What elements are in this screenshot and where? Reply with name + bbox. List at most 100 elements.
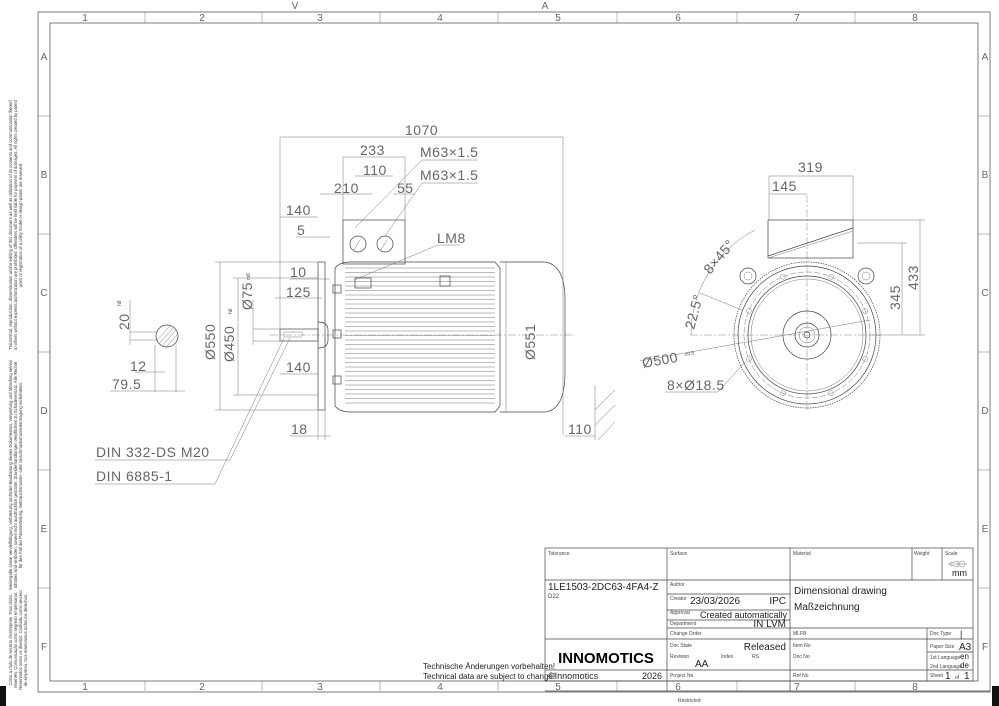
zone-col-8: 8 — [912, 13, 918, 24]
drawing-frame: V A 1 2 3 4 5 6 7 8 1 2 3 4 5 6 7 8 A B … — [37, 1, 991, 704]
label-department: Department — [670, 621, 697, 627]
label-doc-no: Doc No — [793, 654, 810, 660]
department-value: IN LVM — [753, 619, 786, 630]
center-hole-label: DIN 332-DS M20 — [96, 444, 210, 460]
zone-row-d: D — [981, 406, 988, 417]
key-tolerance-label: h9 — [117, 300, 123, 306]
doc-type-value: | — [960, 629, 962, 639]
pcd-label: Ø500 — [641, 349, 679, 371]
innomotics-logo: INNOMOTICS — [558, 650, 654, 667]
title-block: Tolerance Surface Material Weight Scale … — [544, 547, 974, 691]
label-change-order: Change Order — [670, 631, 702, 637]
zone-col-6: 6 — [675, 13, 681, 24]
zone-col-6: 6 — [675, 682, 681, 693]
label-lang2: 2nd Language — [930, 664, 962, 670]
zone-col-5: 5 — [555, 13, 561, 24]
paper-size-value: A3 — [959, 642, 972, 653]
creation-date: 23/03/2026 — [690, 596, 740, 607]
lang2-value: de — [960, 661, 969, 670]
zone-row-c: C — [40, 288, 47, 299]
label-mlfb: MLFB — [793, 631, 807, 637]
zone-col-3: 3 — [317, 682, 323, 693]
zone-col-1: 1 — [82, 13, 88, 24]
label-doc-type: Doc Type — [930, 631, 951, 637]
part-number: 1LE1503-2DC63-4FA4-Z — [548, 582, 659, 593]
zone-col-5: 5 — [555, 682, 561, 693]
offset-angle-label: 22.5° — [681, 292, 706, 330]
flange-hole — [862, 356, 868, 362]
zone-row-a: A — [41, 52, 48, 63]
flange-hole — [746, 308, 752, 314]
dim-tb-offset-end: 145 — [772, 178, 797, 194]
dim-key-length: 125 — [286, 284, 311, 300]
motor-end-view: 319 145 8×45° 22.5° 345 433 Ø500 ±0.5 8×… — [639, 159, 925, 410]
zone-col-2: 2 — [199, 13, 205, 24]
lang1-value: en — [960, 652, 969, 661]
flange-hole — [746, 356, 752, 362]
flange-hole — [780, 390, 786, 396]
dim-flange-gap: 5 — [297, 222, 305, 238]
zone-col-4: 4 — [437, 13, 443, 24]
label-surface: Surface — [670, 551, 687, 557]
dim-shaft-length: 140 — [286, 202, 311, 218]
note-en: Technical data are subject to change! — [423, 672, 555, 681]
zone-col-7: 7 — [794, 13, 800, 24]
label-weight: Weight — [914, 551, 930, 557]
label-of: of — [955, 675, 960, 681]
revision-value: AA — [695, 659, 709, 670]
flange-hole — [828, 274, 834, 280]
shaft-tolerance: m6 — [246, 273, 252, 280]
title-de: Maßzeichnung — [794, 602, 860, 613]
zone-row-f: F — [982, 642, 988, 653]
title-en: Dimensional drawing — [794, 586, 887, 597]
lifting-thread-label: LM8 — [437, 230, 466, 246]
copyright: ©Innomotics — [548, 671, 599, 681]
label-paper-size: Paper Size — [930, 644, 955, 650]
scale-unit: mm — [952, 568, 967, 578]
dim-gland-offset: 55 — [397, 180, 414, 196]
variant: D22 — [548, 594, 560, 600]
label-scale: Scale — [945, 551, 958, 557]
dim-tb-offset: 210 — [334, 180, 359, 196]
zone-row-f: F — [41, 642, 47, 653]
zone-row-e: E — [982, 524, 989, 535]
dim-tb-width: 233 — [360, 142, 385, 158]
zone-row-e: E — [41, 524, 48, 535]
dim-overall-height: 433 — [905, 265, 921, 290]
doc-state-value: Released — [744, 642, 786, 653]
holes-angle-label: 8×45° — [700, 236, 738, 277]
flange-hole — [862, 308, 868, 314]
zone-row-d: D — [40, 406, 47, 417]
dim-gland-spacing: 110 — [363, 162, 387, 178]
label-lang1: 1st Language — [930, 655, 961, 661]
zone-col-2: 2 — [199, 682, 205, 693]
zone-row-b: B — [41, 170, 48, 181]
spigot-tolerance: h6 — [228, 308, 234, 314]
label-material: Material — [793, 551, 811, 557]
corner-mark — [0, 686, 6, 706]
label-creator: Creator — [670, 596, 687, 602]
dim-flange-diameter: Ø550 — [202, 324, 218, 360]
key-depth-label: 12 — [130, 358, 147, 374]
label-sheet: Sheet — [930, 673, 944, 679]
label-rs: RS — [752, 654, 760, 660]
dim-spigot-diameter: Ø450 — [221, 326, 237, 362]
key-width-label: 20 — [116, 313, 132, 330]
note-de: Technische Änderungen vorbehalten! — [423, 662, 555, 671]
creator-value: IPC — [769, 596, 786, 607]
dim-shaft-diameter: Ø75 — [239, 282, 255, 310]
label-author: Author — [670, 582, 685, 588]
approval-value: Created automatically — [700, 610, 788, 620]
zone-row-b: B — [982, 170, 989, 181]
copyright-year: 2026 — [642, 671, 662, 681]
top-mark-a: A — [542, 1, 549, 12]
dim-overall-length: 1070 — [405, 122, 438, 138]
zone-row-a: A — [982, 52, 989, 63]
sheet-count: 1 — [964, 671, 970, 682]
zone-col-7: 7 — [794, 682, 800, 693]
gland-2-label: M63×1.5 — [420, 167, 478, 183]
projection-symbol-icon — [948, 560, 967, 568]
label-doc-state: Doc State — [670, 643, 692, 649]
zone-col-3: 3 — [317, 13, 323, 24]
